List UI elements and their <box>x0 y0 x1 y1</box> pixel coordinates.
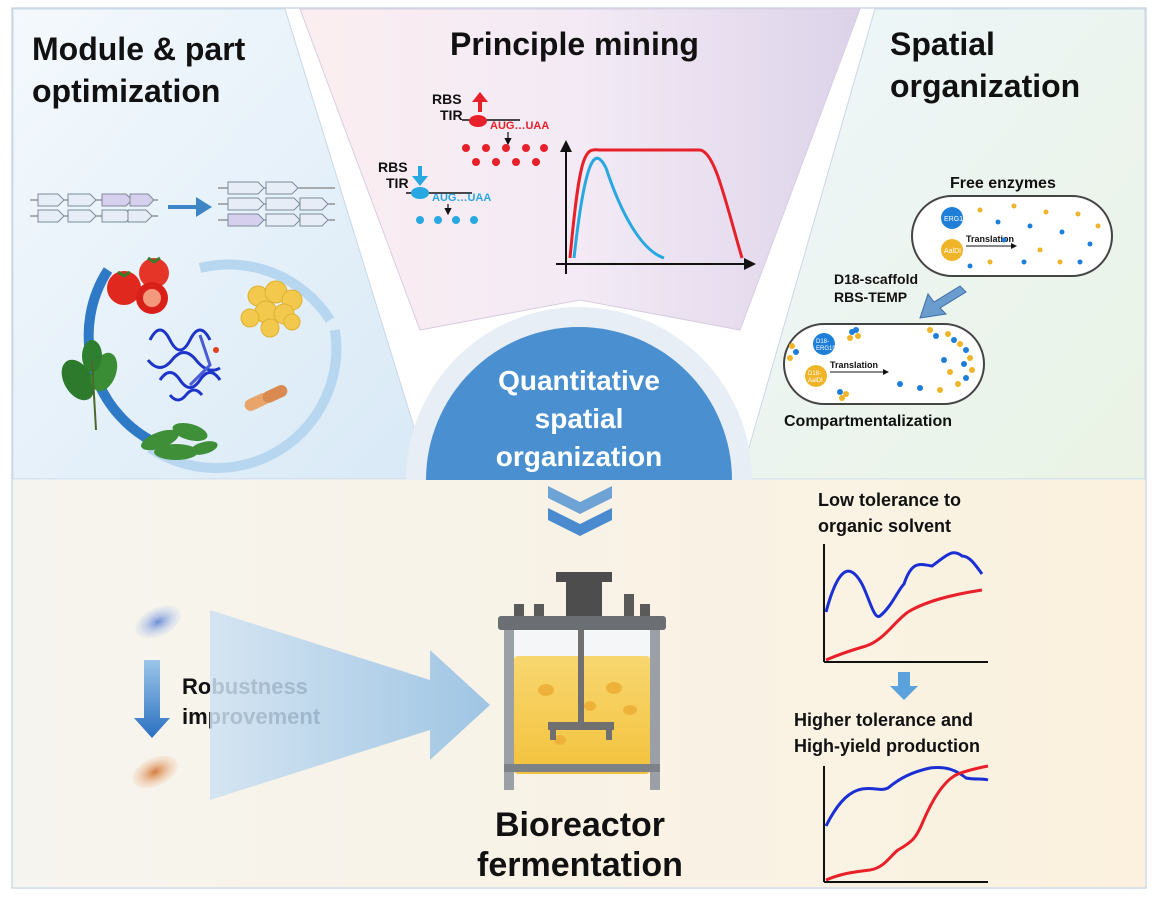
down-arrow-icon <box>134 660 170 738</box>
low-chart-red-curve <box>825 588 983 662</box>
free-enzyme-dots <box>967 203 1101 269</box>
expression-profile-chart <box>556 140 756 274</box>
rbs-label-top: RBS <box>432 91 462 107</box>
module-title-line1: Module & part <box>32 31 246 67</box>
sequence-bottom: AUG…UAA <box>432 192 491 204</box>
bioreactor-icon <box>498 572 666 790</box>
module-title-line2: optimization <box>32 73 220 109</box>
cell-blue-icon <box>135 605 181 639</box>
tir-down-arrow-icon <box>412 166 428 186</box>
translation-label-2: Translation <box>830 360 878 370</box>
center-line3: organization <box>496 441 662 472</box>
red-curve <box>568 148 744 259</box>
high-chart-blue-curve <box>824 766 989 827</box>
scaffold-label-line1: D18-scaffold <box>834 271 918 287</box>
compartmentalization-label: Compartmentalization <box>784 413 952 430</box>
aaldi-enzyme <box>941 239 963 261</box>
tir-up-arrow-icon <box>472 92 488 112</box>
big-arrow-icon <box>210 610 490 800</box>
translation-label-1: Translation <box>966 234 1014 244</box>
tomato-icon <box>107 256 169 314</box>
ribosome-red-icon <box>469 115 487 127</box>
spatial-title-line2: organization <box>890 68 1080 104</box>
d18-aaldi-enzyme <box>805 365 827 387</box>
low-tolerance-line2: organic solvent <box>818 516 951 536</box>
low-chart-blue-curve <box>824 551 984 618</box>
erg19-enzyme <box>941 207 963 229</box>
high-tolerance-line2: High-yield production <box>794 736 980 756</box>
tir-label-top: TIR <box>440 107 463 123</box>
gene-module-left <box>30 193 158 223</box>
yeast-cells-icon <box>240 280 303 338</box>
cyan-curve <box>572 156 665 260</box>
rbs-label-bottom: RBS <box>378 159 408 175</box>
protein-structure-icon <box>146 328 222 402</box>
small-down-arrow-icon <box>890 672 918 700</box>
center-line1: Quantitative <box>498 365 660 396</box>
ribosome-blue-icon <box>411 187 429 199</box>
gene-module-right <box>218 181 335 227</box>
low-tolerance-line1: Low tolerance to <box>818 490 961 510</box>
scaffold-arrow-icon <box>919 285 967 319</box>
spatial-title-line1: Spatial <box>890 26 995 62</box>
high-tolerance-line1: Higher tolerance and <box>794 710 973 730</box>
enzyme-clusters <box>787 327 975 401</box>
low-tolerance-chart <box>823 544 988 663</box>
center-line2: spatial <box>535 403 624 434</box>
dome <box>426 327 732 480</box>
enzyme3-label-line1: D18- <box>816 339 829 345</box>
sequence-top: AUG…UAA <box>490 120 549 132</box>
protein-dots-blue <box>416 216 478 224</box>
free-enzymes-label: Free enzymes <box>950 175 1056 192</box>
bioreactor-line2: fermentation <box>477 846 683 884</box>
double-chevron-down-icon <box>548 486 612 536</box>
arrow-right-icon <box>168 197 212 217</box>
scaffold-label-line2: RBS-TEMP <box>834 289 907 305</box>
bacteria-icon <box>244 385 288 411</box>
enzyme4-label-line1: D18- <box>808 371 821 377</box>
artemisia-plant-icon <box>141 422 218 460</box>
cycle-ring-right <box>147 329 342 474</box>
cell-compartmentalized <box>783 323 985 405</box>
figure-frame <box>11 7 1147 889</box>
enzyme3-label-line2: ERG19 <box>816 346 836 352</box>
tir-label-bottom: TIR <box>386 175 409 191</box>
cell-orange-icon <box>132 755 178 789</box>
enzyme2-label: AalDI <box>944 248 961 255</box>
bioreactor-line1: Bioreactor <box>495 806 665 844</box>
protein-dots-red <box>462 144 548 166</box>
plant-leaf-icon <box>61 340 118 431</box>
high-tolerance-chart <box>823 764 989 883</box>
enzyme4-label-line2: AalDI <box>808 378 823 384</box>
cycle-ring-top <box>198 259 335 323</box>
enzyme1-label: ERG19 <box>944 216 967 223</box>
d18-erg19-enzyme <box>813 333 835 355</box>
principle-title: Principle mining <box>450 26 699 62</box>
high-chart-red-curve <box>825 764 989 882</box>
